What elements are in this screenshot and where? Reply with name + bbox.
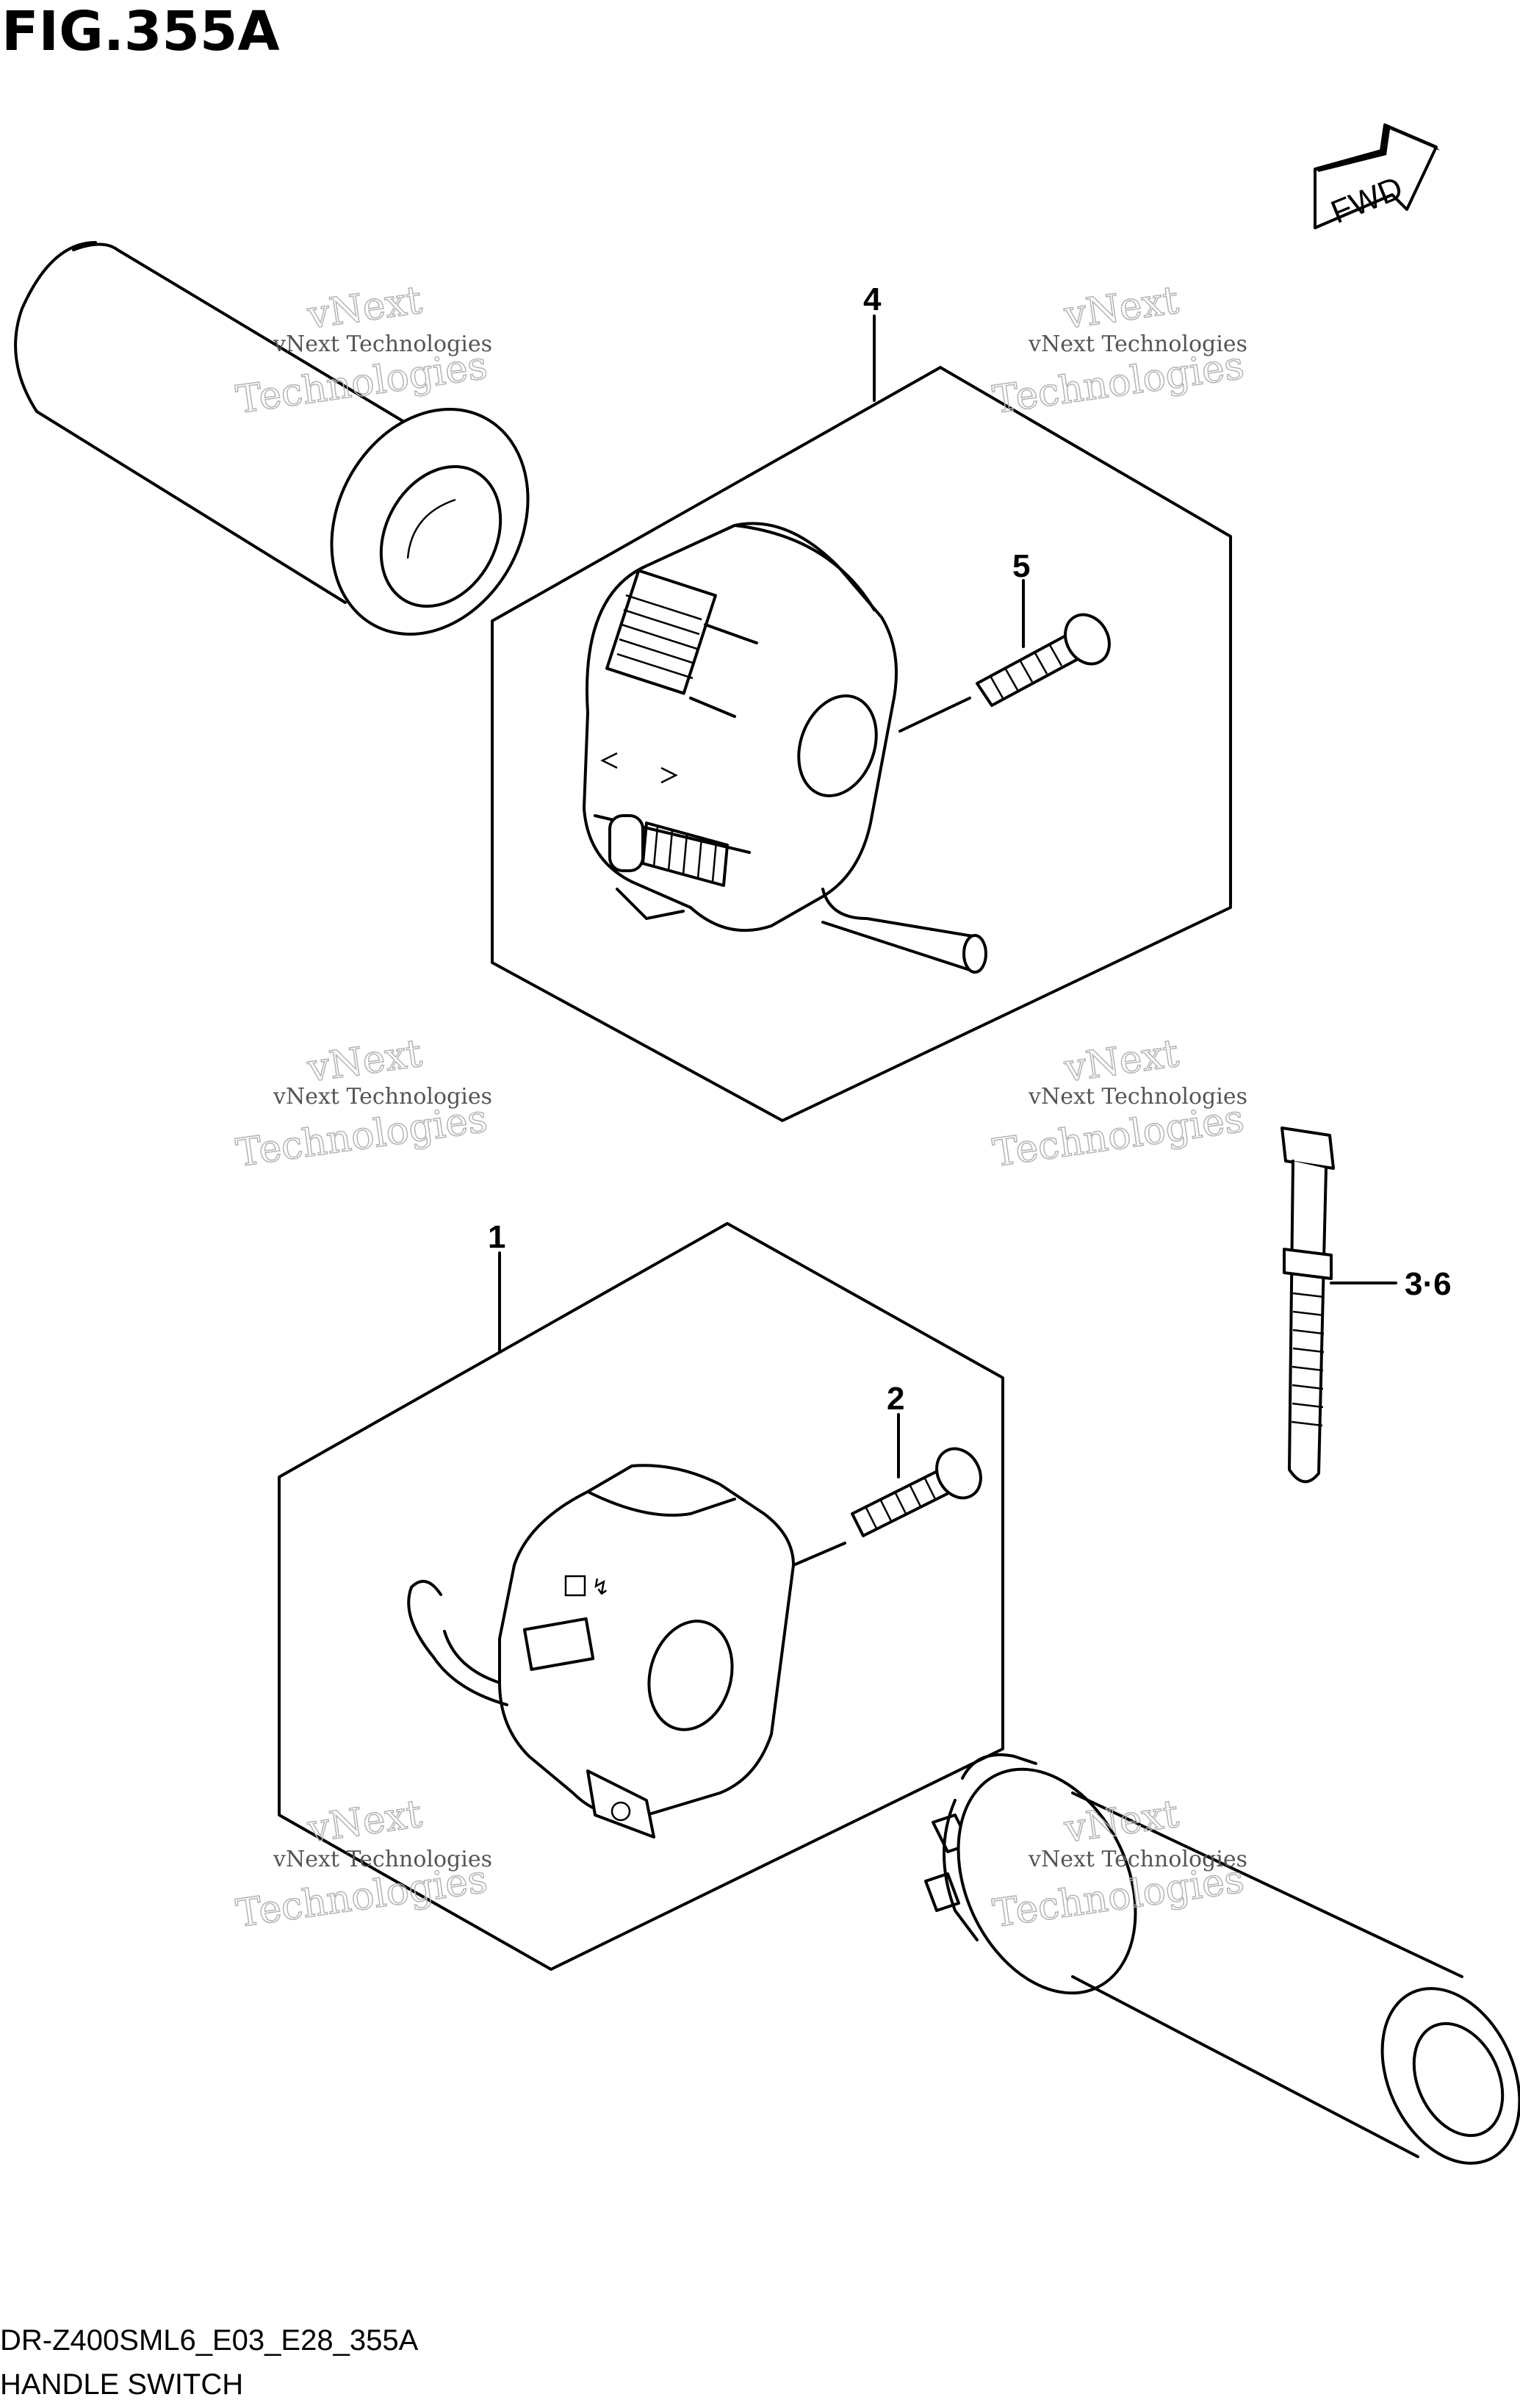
svg-text:vNext Technologies: vNext Technologies xyxy=(273,1847,492,1872)
svg-text:vNext: vNext xyxy=(304,1792,425,1852)
svg-text:vNext: vNext xyxy=(304,1032,425,1091)
figure-title: FIG.355A xyxy=(1,0,280,63)
figure-name: HANDLE SWITCH xyxy=(0,2368,243,2401)
part-4-kit-box xyxy=(491,366,1232,1122)
screw-part-5-illustration xyxy=(976,579,1111,707)
svg-text:vNext Technologies: vNext Technologies xyxy=(1028,331,1247,357)
svg-text:vNext: vNext xyxy=(1061,1032,1181,1091)
throttle-grip-illustration xyxy=(924,1753,1520,2165)
cable-tie-part-3-6-illustration xyxy=(1281,1126,1397,1484)
screw-part-2-illustration xyxy=(851,1413,982,1537)
callout-5: 5 xyxy=(1012,548,1030,584)
svg-text:vNext: vNext xyxy=(1061,278,1181,338)
svg-text:vNext Technologies: vNext Technologies xyxy=(1028,1847,1247,1872)
left-handle-switch-illustration xyxy=(583,522,987,974)
kill-switch-symbol: ↯ xyxy=(591,1575,610,1600)
watermark-top-right: vNext Technologies vNext Technologies xyxy=(990,278,1247,423)
watermark-mid-right: vNext Technologies vNext Technologies xyxy=(990,1031,1247,1176)
svg-text:vNext Technologies: vNext Technologies xyxy=(273,1084,492,1110)
svg-text:vNext: vNext xyxy=(304,278,425,338)
svg-text:vNext Technologies: vNext Technologies xyxy=(1028,1084,1247,1110)
right-handle-switch-illustration: ↯ xyxy=(407,1464,846,1839)
callout-3-6: 3·6 xyxy=(1405,1266,1452,1302)
figure-code: DR-Z400SML6_E03_E28_355A xyxy=(0,2324,419,2357)
part-1-kit-box xyxy=(278,1222,1004,1971)
callout-2: 2 xyxy=(887,1381,904,1417)
watermark-top-left: vNext Technologies vNext Technologies xyxy=(233,278,492,423)
svg-text:vNext Technologies: vNext Technologies xyxy=(273,331,492,357)
watermark-mid-left: vNext Technologies vNext Technologies xyxy=(233,1031,492,1176)
callout-4: 4 xyxy=(863,281,882,317)
forward-arrow-icon: FWD xyxy=(1314,123,1440,231)
callout-1: 1 xyxy=(488,1219,505,1255)
left-grip-illustration xyxy=(14,241,530,636)
